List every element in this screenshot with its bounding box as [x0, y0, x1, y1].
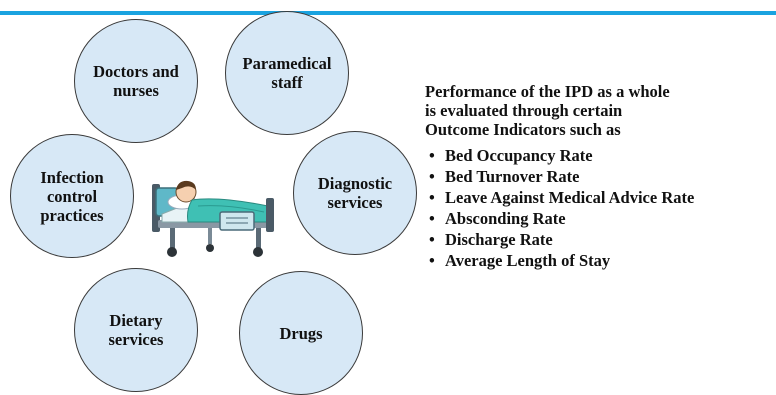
outcome-indicators-panel: Performance of the IPD as a whole is eva…: [425, 82, 775, 271]
circle-drugs: Drugs: [239, 271, 363, 395]
indicator-list: • Bed Occupancy Rate • Bed Turnover Rate •…: [425, 145, 775, 271]
indicator-label: Discharge Rate: [445, 230, 553, 249]
circle-label: Drugs: [279, 323, 323, 343]
list-item: • Discharge Rate: [425, 229, 775, 250]
bullet-icon: •: [429, 167, 435, 186]
circle-diagnostic-services: Diagnostic services: [293, 131, 417, 255]
list-item: • Leave Against Medical Advice Rate: [425, 187, 775, 208]
indicator-label: Leave Against Medical Advice Rate: [445, 188, 695, 207]
hospital-bed-icon: [148, 168, 280, 260]
circle-label: Infection control practices: [40, 167, 104, 225]
circle-dietary-services: Dietary services: [74, 268, 198, 392]
bullet-icon: •: [429, 188, 435, 207]
circle-label: Paramedical staff: [242, 54, 332, 92]
indicator-label: Bed Turnover Rate: [445, 167, 580, 186]
list-item: • Average Length of Stay: [425, 250, 775, 271]
panel-intro: Performance of the IPD as a whole is eva…: [425, 82, 670, 139]
circle-paramedical-staff: Paramedical staff: [225, 11, 349, 135]
circle-label: Doctors and nurses: [93, 62, 179, 100]
indicator-label: Bed Occupancy Rate: [445, 146, 593, 165]
circle-doctors-and-nurses: Doctors and nurses: [74, 19, 198, 143]
indicator-label: Average Length of Stay: [445, 251, 611, 270]
bullet-icon: •: [429, 230, 435, 249]
bullet-icon: •: [429, 209, 435, 228]
top-accent-rule: [0, 11, 776, 15]
indicator-label: Absconding Rate: [445, 209, 566, 228]
circle-label: Dietary services: [108, 311, 164, 349]
bullet-icon: •: [429, 146, 435, 165]
list-item: • Bed Occupancy Rate: [425, 145, 775, 166]
hospital-bed-illustration: [152, 180, 274, 257]
circle-label: Diagnostic services: [317, 174, 393, 212]
list-item: • Absconding Rate: [425, 208, 775, 229]
circle-infection-control: Infection control practices: [10, 134, 134, 258]
bullet-icon: •: [429, 251, 435, 270]
list-item: • Bed Turnover Rate: [425, 166, 775, 187]
